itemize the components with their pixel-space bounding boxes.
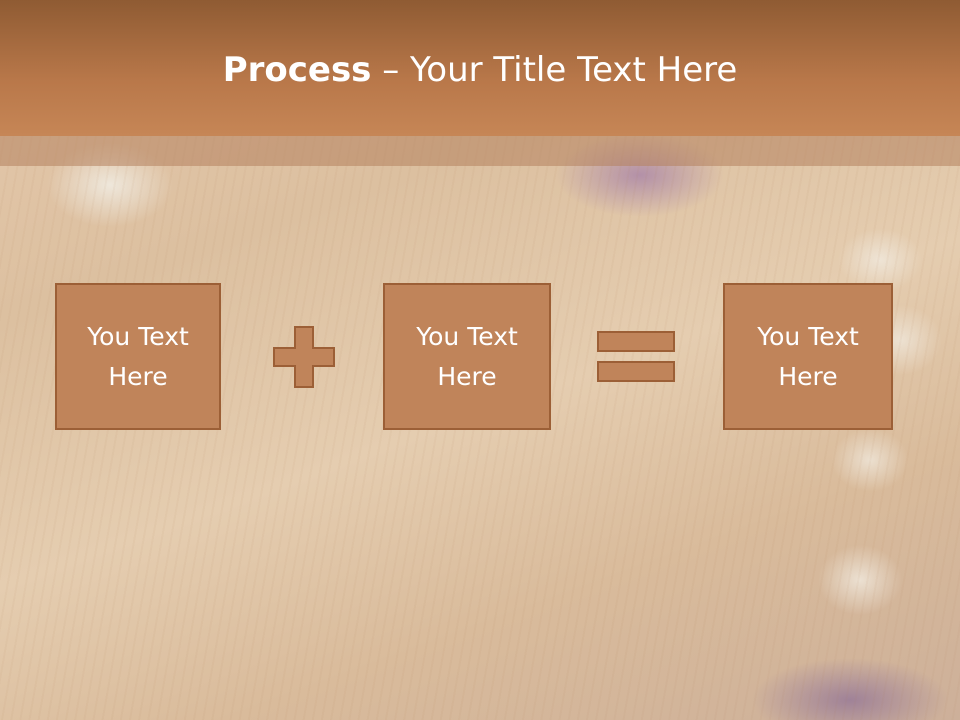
title-bar	[0, 0, 960, 136]
process-box-2-text: You Text Here	[416, 317, 518, 397]
box-1-line-1: You Text	[87, 321, 189, 351]
plus-icon	[273, 326, 335, 388]
title-rest-text: – Your Title Text Here	[371, 50, 738, 90]
title-strip	[0, 136, 960, 166]
process-box-1-text: You Text Here	[87, 317, 189, 397]
box-2-line-1: You Text	[416, 321, 518, 351]
process-box-2[interactable]: You Text Here	[383, 283, 551, 430]
box-3-line-1: You Text	[757, 321, 859, 351]
box-1-line-2: Here	[108, 361, 168, 391]
process-box-3-text: You Text Here	[757, 317, 859, 397]
box-3-line-2: Here	[778, 361, 838, 391]
process-box-1[interactable]: You Text Here	[55, 283, 221, 430]
box-2-line-2: Here	[437, 361, 497, 391]
process-box-3[interactable]: You Text Here	[723, 283, 893, 430]
slide-title: Process – Your Title Text Here	[0, 50, 960, 90]
title-bold-text: Process	[222, 50, 372, 90]
equals-icon	[597, 331, 675, 382]
